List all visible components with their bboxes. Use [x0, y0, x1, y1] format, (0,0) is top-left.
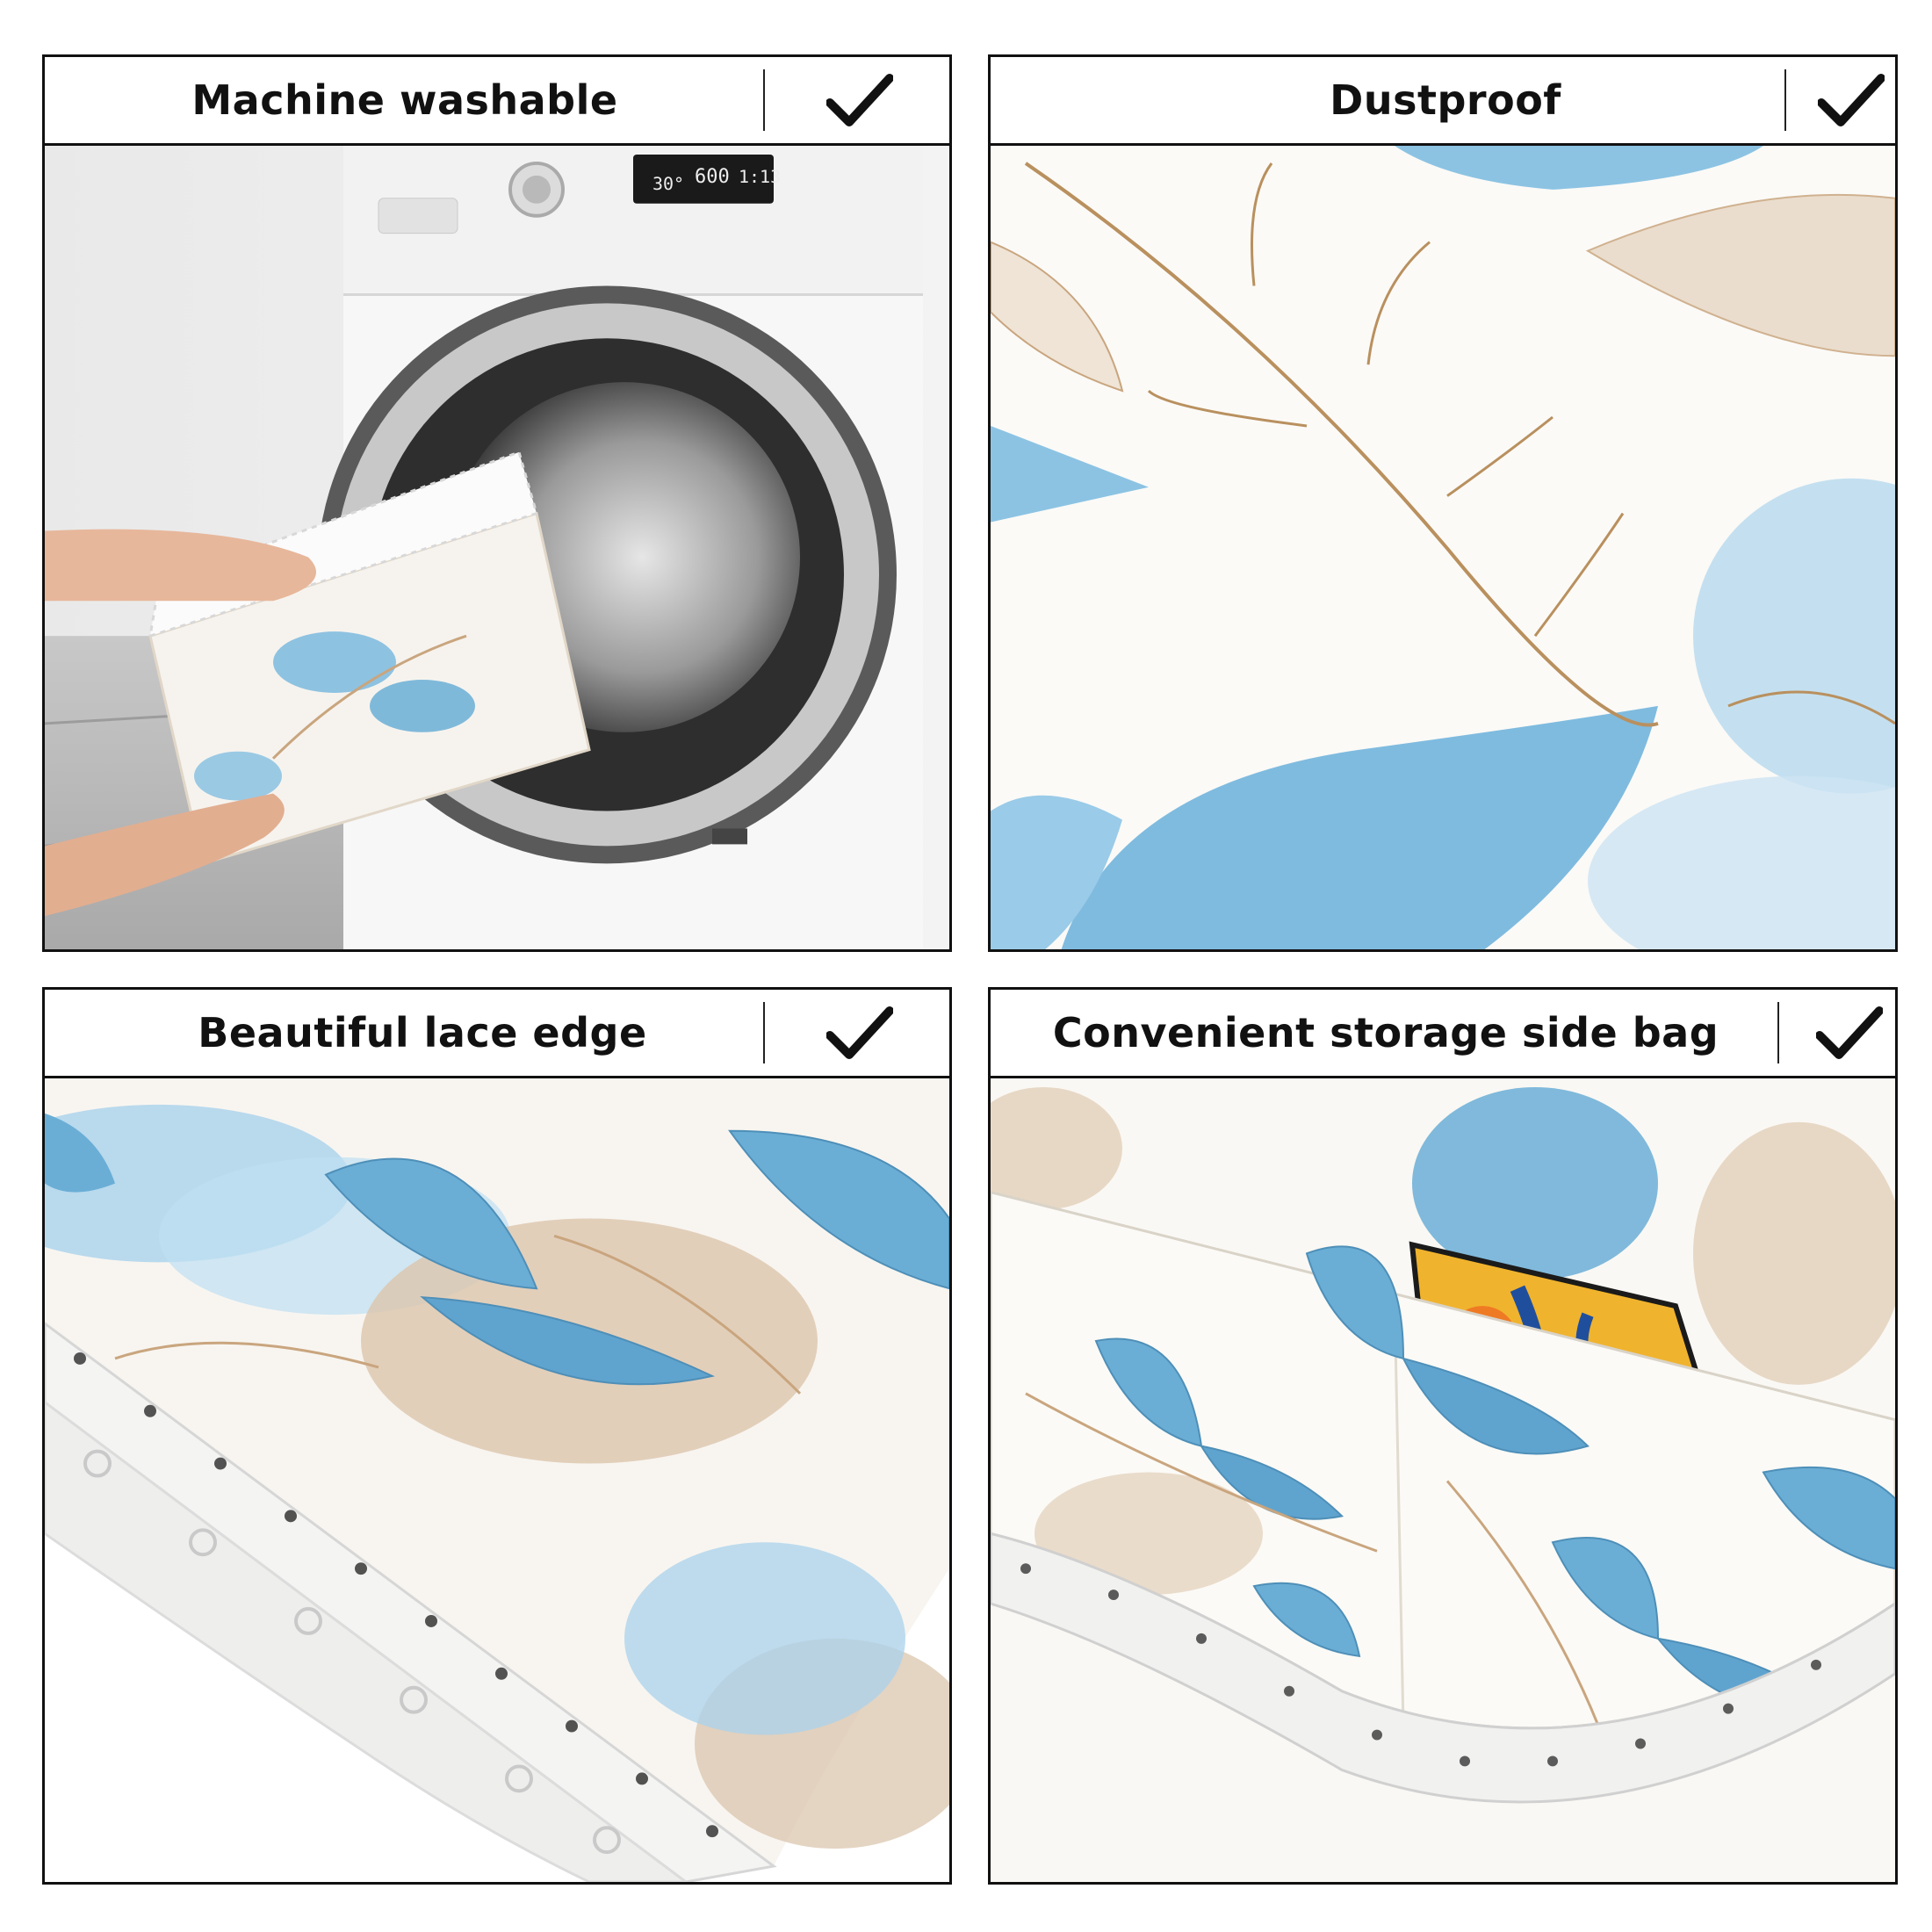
photo-side-bag — [991, 1078, 1895, 1882]
panel-header: Beautiful lace edge — [45, 990, 949, 1078]
photo-machine-washable: 30° 600 1:13 — [45, 146, 949, 949]
panel-header: Machine washable — [45, 57, 949, 146]
header-divider — [763, 1002, 765, 1063]
washer-time: 1:13 — [739, 166, 781, 187]
photo-lace-edge — [45, 1078, 949, 1882]
checkmark-icon — [826, 1006, 893, 1059]
header-divider — [763, 69, 765, 131]
panel-dustproof: Dustproof — [988, 54, 1898, 952]
checkmark-icon — [826, 74, 893, 126]
photo-dustproof — [991, 146, 1895, 949]
panel-header: Dustproof — [991, 57, 1895, 146]
panel-machine-washable: Machine washable — [42, 54, 952, 952]
header-divider — [1784, 69, 1786, 131]
panel-storage-side-bag: Convenient storage side bag — [988, 987, 1898, 1885]
washer-spin: 600 — [695, 166, 730, 188]
panel-header: Convenient storage side bag — [991, 990, 1895, 1078]
checkmark-icon — [1816, 1006, 1883, 1059]
checkmark-icon — [1818, 74, 1885, 126]
header-divider — [1777, 1002, 1779, 1063]
panel-title: Machine washable — [191, 76, 618, 124]
panel-title: Dustproof — [1330, 76, 1561, 124]
panel-title: Beautiful lace edge — [198, 1009, 647, 1056]
panel-title: Convenient storage side bag — [1052, 1009, 1719, 1056]
panel-beautiful-lace-edge: Beautiful lace edge — [42, 987, 952, 1885]
washer-temp: 30° — [652, 173, 684, 194]
